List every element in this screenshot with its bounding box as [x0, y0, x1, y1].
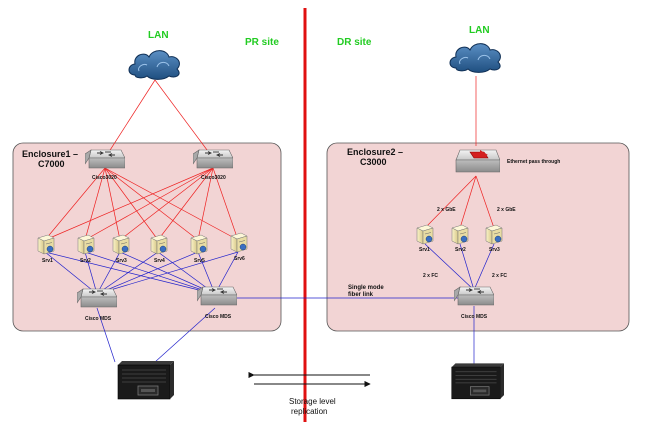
pr-server-label: Srv3	[116, 258, 127, 264]
pr-server-label: Srv6	[234, 256, 245, 262]
dr-server-label: Srv3	[489, 247, 500, 253]
dr-mds-label: Cisco MDS	[461, 314, 488, 320]
server-icon	[112, 234, 130, 255]
dr-fc-label: 2 x FC	[492, 273, 507, 279]
dr-fc-label: 2 x FC	[423, 273, 438, 279]
dr-server-label: Srv2	[455, 247, 466, 253]
replication-label: Storage level	[289, 397, 336, 406]
lan-label-dr: LAN	[469, 25, 490, 36]
network-switch-icon	[193, 149, 233, 169]
server-icon	[230, 232, 248, 253]
dr-fibre-links	[424, 243, 495, 364]
server-icon	[485, 224, 503, 245]
server-icon	[37, 234, 55, 255]
server-icon	[150, 234, 168, 255]
pr-server-label: Srv2	[80, 258, 91, 264]
lan-label-pr: LAN	[148, 30, 169, 41]
network-switch-icon	[454, 286, 494, 306]
pr-lan-links	[104, 79, 214, 159]
lan-cloud-icon-dr	[449, 43, 501, 73]
server-icon	[416, 224, 434, 245]
enclosure1-model: C7000	[38, 159, 65, 169]
storage-array-icon	[451, 362, 504, 400]
network-switch-icon	[197, 286, 237, 306]
pr-ethernet-links	[44, 167, 239, 241]
pr-server-label: Srv1	[42, 258, 53, 264]
server-icon	[77, 234, 95, 255]
pr-switch-label: Cisco3020	[201, 175, 226, 181]
pr-fibre-links	[44, 251, 239, 363]
lan-cloud-icon-pr	[128, 50, 180, 80]
enclosure2-model: C3000	[360, 157, 387, 167]
server-icon	[451, 224, 469, 245]
pr-mds-label: Cisco MDS	[205, 314, 232, 320]
storage-array-icon	[117, 360, 174, 400]
pr-mds-label: Cisco MDS	[85, 316, 112, 322]
enclosure2-title: Enclosure2 –	[347, 147, 403, 157]
dr-switch-note: Ethernet pass through	[507, 159, 560, 165]
fiber-link-label: Single mode	[348, 285, 384, 291]
pr-server-label: Srv5	[194, 258, 205, 264]
router-switch-icon	[455, 149, 500, 173]
pr-switch-label: Cisco3020	[92, 175, 117, 181]
fiber-link-label: fiber link	[348, 292, 374, 298]
dr-gbe-label: 2 x GbE	[497, 207, 516, 213]
dr-server-label: Srv1	[419, 247, 430, 253]
enclosure2-box	[326, 142, 630, 332]
network-switch-icon	[85, 149, 125, 169]
pr-site-label: PR site	[245, 37, 279, 48]
enclosure1-title: Enclosure1 –	[22, 149, 78, 159]
network-switch-icon	[77, 288, 117, 308]
dr-gbe-label: 2 x GbE	[437, 207, 456, 213]
replication-label: replication	[291, 407, 327, 416]
pr-server-label: Srv4	[154, 258, 165, 264]
server-icon	[190, 234, 208, 255]
enclosure1-box	[12, 142, 282, 332]
dr-ethernet-links	[424, 76, 495, 229]
dr-site-label: DR site	[337, 37, 372, 48]
